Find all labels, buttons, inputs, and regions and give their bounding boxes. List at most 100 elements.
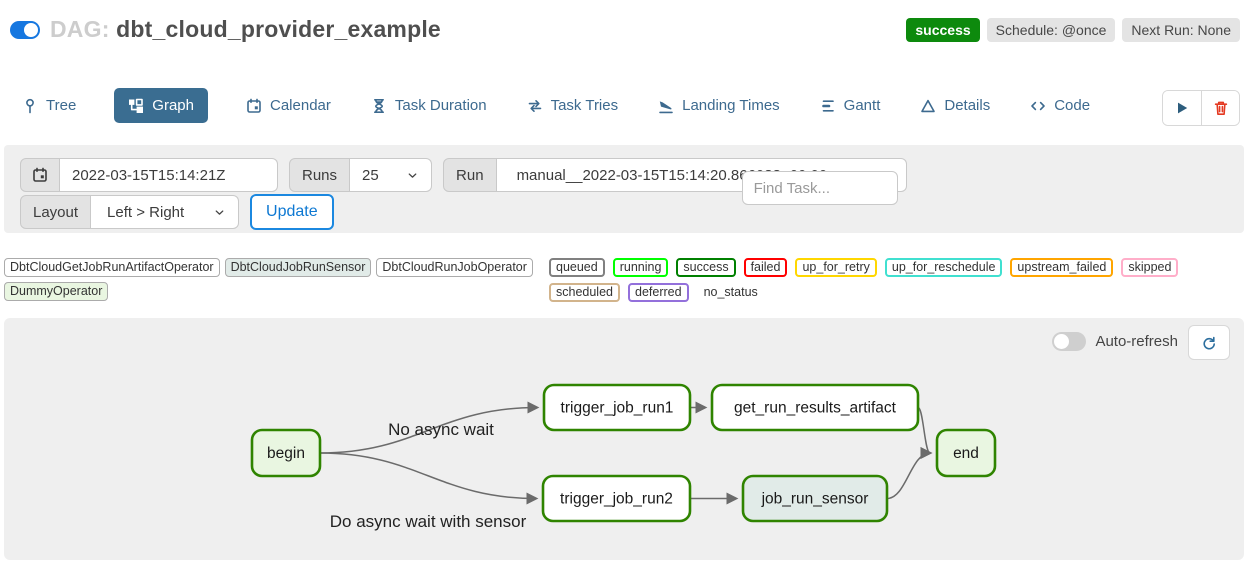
state-legend-up_for_retry[interactable]: up_for_retry bbox=[795, 258, 877, 277]
tab-graph[interactable]: Graph bbox=[114, 88, 208, 123]
state-legend-queued[interactable]: queued bbox=[549, 258, 605, 277]
edge-begin-to-trigger_job_run1 bbox=[319, 401, 540, 454]
trash-icon bbox=[1213, 100, 1229, 116]
page-title: DAG: dbt_cloud_provider_example bbox=[50, 16, 441, 43]
task-node-label: job_run_sensor bbox=[761, 491, 869, 508]
tab-tree[interactable]: Tree bbox=[20, 88, 78, 123]
edge-get_run_results_artifact-to-end bbox=[917, 406, 933, 459]
triangle-icon bbox=[920, 98, 936, 114]
chevron-down-icon bbox=[406, 169, 419, 182]
view-tabbar: Tree Graph Calendar Task Duration Task Tries… bbox=[20, 88, 1090, 123]
runs-select[interactable]: 25 bbox=[350, 158, 433, 192]
layout-group: Layout Left > Right bbox=[20, 195, 240, 229]
edge-begin-to-trigger_job_run2 bbox=[319, 452, 539, 505]
runs-group: Runs 25 bbox=[289, 158, 433, 192]
state-legend-deferred[interactable]: deferred bbox=[628, 283, 689, 302]
state-legend: queued running success failed up_for_retry up… bbox=[549, 258, 1244, 302]
edge-label: No async wait bbox=[388, 420, 494, 439]
tab-calendar[interactable]: Calendar bbox=[244, 88, 333, 123]
refresh-icon bbox=[1201, 335, 1217, 351]
gantt-icon bbox=[820, 98, 836, 114]
update-button[interactable]: Update bbox=[250, 194, 334, 230]
status-badge: success bbox=[906, 17, 980, 42]
state-legend-no_status[interactable]: no_status bbox=[703, 285, 758, 299]
task-node-trigger_job_run1[interactable]: trigger_job_run1 bbox=[542, 383, 692, 432]
code-icon bbox=[1030, 98, 1046, 114]
layout-label: Layout bbox=[20, 195, 92, 229]
run-label: Run bbox=[443, 158, 497, 192]
toggle-knob bbox=[1054, 334, 1070, 349]
tab-label: Code bbox=[1054, 97, 1091, 114]
task-node-get_run_results_artifact[interactable]: get_run_results_artifact bbox=[710, 383, 920, 432]
state-legend-success[interactable]: success bbox=[676, 258, 736, 277]
dag-pause-toggle[interactable] bbox=[10, 20, 40, 39]
calendar-icon bbox=[246, 98, 262, 114]
task-node-begin[interactable]: begin bbox=[250, 428, 322, 478]
tab-gantt[interactable]: Gantt bbox=[818, 88, 883, 123]
tab-label: Gantt bbox=[843, 97, 881, 114]
calendar-icon bbox=[32, 167, 48, 183]
base-date-input[interactable]: 2022-03-15T15:14:21Z bbox=[60, 158, 278, 192]
task-node-label: trigger_job_run1 bbox=[561, 400, 674, 417]
tree-icon bbox=[22, 98, 38, 114]
dag-prefix-label: DAG: bbox=[50, 16, 110, 42]
state-legend-up_for_reschedule[interactable]: up_for_reschedule bbox=[884, 258, 1003, 277]
trigger-dag-button[interactable] bbox=[1163, 91, 1201, 125]
play-icon bbox=[1174, 100, 1190, 116]
dag-header: DAG: dbt_cloud_provider_example success … bbox=[10, 16, 1240, 43]
tab-task-tries[interactable]: Task Tries bbox=[525, 88, 621, 123]
runs-value: 25 bbox=[362, 166, 379, 184]
edge-job_run_sensor-to-end bbox=[886, 447, 933, 500]
tab-landing-times[interactable]: Landing Times bbox=[656, 88, 782, 123]
auto-refresh-control: Auto-refresh bbox=[1052, 332, 1178, 351]
schedule-badge[interactable]: Schedule: @once bbox=[986, 17, 1116, 42]
auto-refresh-label: Auto-refresh bbox=[1095, 333, 1178, 350]
next-run-badge: Next Run: None bbox=[1122, 17, 1240, 42]
operator-legend-item: DbtCloudGetJobRunArtifactOperator bbox=[4, 258, 220, 277]
tab-code[interactable]: Code bbox=[1028, 88, 1092, 123]
repeat-icon bbox=[527, 98, 543, 114]
tab-label: Task Tries bbox=[550, 97, 619, 114]
state-legend-failed[interactable]: failed bbox=[743, 258, 788, 277]
state-legend-skipped[interactable]: skipped bbox=[1121, 258, 1179, 277]
layout-select[interactable]: Left > Right bbox=[91, 195, 240, 229]
find-task-input[interactable] bbox=[741, 171, 898, 205]
dag-graph: begin trigger_job_run1 get_run_results_art… bbox=[250, 383, 997, 531]
tab-label: Details bbox=[944, 97, 991, 114]
base-date-group: 2022-03-15T15:14:21Z bbox=[20, 158, 278, 192]
auto-refresh-toggle[interactable] bbox=[1052, 332, 1087, 351]
edge-label: Do async wait with sensor bbox=[330, 512, 527, 531]
filter-panel: 2022-03-15T15:14:21Z Runs 25 Run manual_… bbox=[4, 145, 1244, 233]
dag-name: dbt_cloud_provider_example bbox=[116, 16, 441, 42]
state-legend-upstream_failed[interactable]: upstream_failed bbox=[1010, 258, 1114, 277]
delete-dag-button[interactable] bbox=[1201, 91, 1239, 125]
filter-row-1: 2022-03-15T15:14:21Z Runs 25 Run manual_… bbox=[20, 158, 918, 205]
runs-label: Runs bbox=[289, 158, 351, 192]
hourglass-icon bbox=[371, 98, 387, 114]
task-node-end[interactable]: end bbox=[935, 428, 997, 478]
operator-legend: DbtCloudGetJobRunArtifactOperator DbtClou… bbox=[4, 258, 544, 301]
chevron-down-icon bbox=[213, 206, 226, 219]
task-node-label: begin bbox=[267, 445, 305, 462]
task-node-label: get_run_results_artifact bbox=[734, 400, 897, 417]
plane-landing-icon bbox=[658, 98, 674, 114]
task-node-job_run_sensor[interactable]: job_run_sensor bbox=[741, 474, 889, 523]
tab-details[interactable]: Details bbox=[918, 88, 992, 123]
tab-label: Task Duration bbox=[394, 97, 487, 114]
operator-legend-item: DbtCloudRunJobOperator bbox=[376, 258, 533, 277]
state-legend-running[interactable]: running bbox=[612, 258, 669, 277]
dag-action-buttons bbox=[1162, 90, 1240, 126]
state-legend-scheduled[interactable]: scheduled bbox=[549, 283, 620, 302]
tab-label: Graph bbox=[152, 97, 194, 114]
operator-legend-item: DummyOperator bbox=[4, 282, 109, 301]
task-node-trigger_job_run2[interactable]: trigger_job_run2 bbox=[541, 474, 692, 523]
tab-task-duration[interactable]: Task Duration bbox=[369, 88, 489, 123]
refresh-button[interactable] bbox=[1188, 325, 1230, 360]
tab-label: Landing Times bbox=[682, 97, 780, 114]
calendar-picker-button[interactable] bbox=[20, 158, 60, 192]
layout-value: Left > Right bbox=[107, 203, 185, 221]
tab-label: Tree bbox=[46, 97, 77, 114]
task-node-label: end bbox=[953, 445, 979, 462]
task-node-label: trigger_job_run2 bbox=[560, 491, 673, 508]
